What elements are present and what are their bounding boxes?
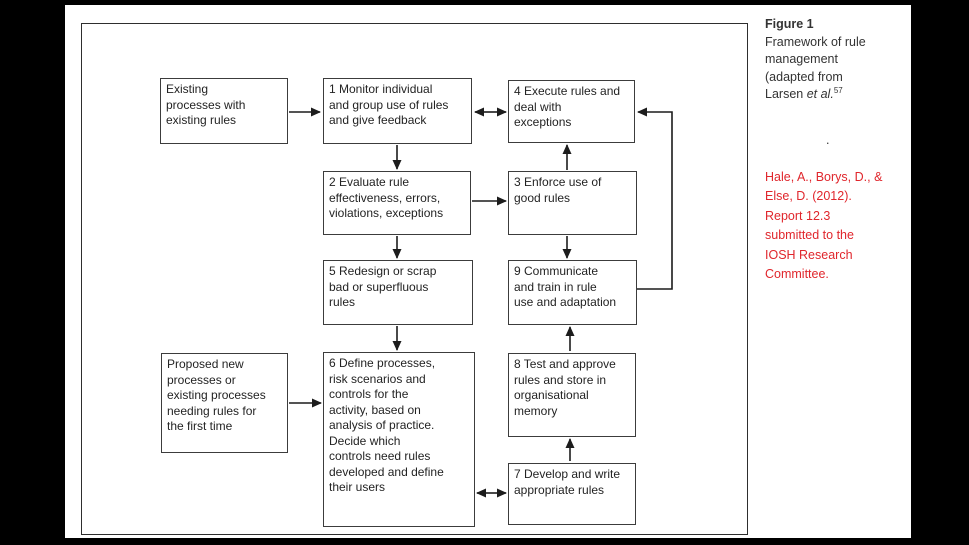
figure-caption-line-2: management	[765, 52, 838, 66]
flow-box-6-define: 6 Define processes, risk scenarios and c…	[323, 352, 475, 527]
figure-caption-line-1: Framework of rule	[765, 34, 866, 49]
figure-caption-ref-number: 57	[833, 85, 843, 95]
citation-text: Hale, A., Borys, D., & Else, D. (2012). …	[765, 170, 883, 282]
flow-arrows	[289, 107, 673, 498]
arrow-communicate-to-execute-loop	[637, 107, 673, 290]
figure-caption: Figure 1 Framework of rule management (a…	[765, 16, 911, 104]
flow-box-existing-processes: Existing processes with existing rules	[160, 78, 288, 144]
document-page: Existing processes with existing rules 1…	[65, 5, 911, 538]
flow-box-4-execute: 4 Execute rules and deal with exceptions	[508, 80, 635, 143]
flow-box-7-develop: 7 Develop and write appropriate rules	[508, 463, 636, 525]
flow-box-1-monitor: 1 Monitor individual and group use of ru…	[323, 78, 472, 144]
flow-box-3-enforce: 3 Enforce use of good rules	[508, 171, 637, 235]
flow-box-9-communicate: 9 Communicate and train in rule use and …	[508, 260, 637, 325]
stray-period: .	[826, 133, 830, 147]
figure-caption-line-4: Larsen et al.57	[765, 86, 911, 104]
flow-box-proposed-processes: Proposed new processes or existing proce…	[161, 353, 288, 453]
flow-box-8-test-approve: 8 Test and approve rules and store in or…	[508, 353, 636, 437]
flow-box-5-redesign: 5 Redesign or scrap bad or superfluous r…	[323, 260, 473, 325]
figure-caption-title: Figure 1	[765, 17, 814, 31]
figure-caption-line-3: (adapted from	[765, 69, 843, 84]
figure-caption-source-prefix: Larsen	[765, 87, 807, 101]
flow-box-2-evaluate: 2 Evaluate rule effectiveness, errors, v…	[323, 171, 471, 235]
figure-caption-etal: et al.	[806, 87, 834, 101]
